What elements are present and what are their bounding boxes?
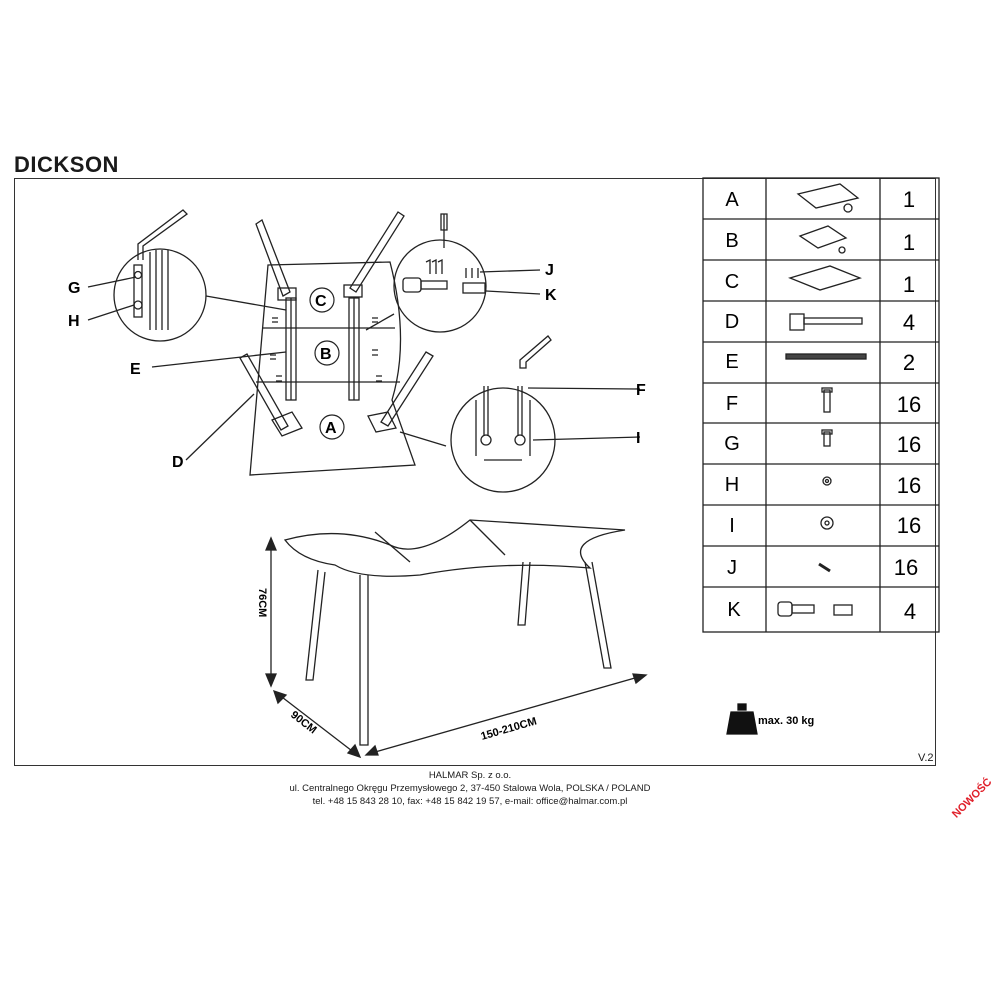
callout-i: I: [636, 430, 640, 447]
part-letter-g: G: [724, 433, 740, 455]
part-qty-j: 16: [894, 555, 918, 580]
panel-label-c: C: [315, 293, 327, 310]
part-letter-d: D: [725, 311, 739, 333]
long-bolt-icon: [821, 387, 833, 413]
version-label: V.2: [918, 752, 934, 764]
part-letter-b: B: [725, 230, 738, 252]
leg-bottom-right: [367, 351, 434, 433]
callout-d: D: [172, 454, 184, 471]
callout-e: E: [130, 361, 141, 378]
part-qty-a: 1: [903, 187, 915, 212]
assembled-table: [283, 519, 626, 746]
weight-icon: [726, 703, 758, 735]
latch-clip-icon: [777, 601, 853, 617]
panel-label-b: B: [320, 346, 332, 363]
large-washer-icon: [820, 516, 834, 530]
instruction-frame: [14, 178, 936, 766]
callout-g: G: [68, 280, 80, 297]
part-letter-h: H: [725, 474, 739, 496]
footer-address: ul. Centralnego Okręgu Przemysłowego 2, …: [289, 783, 651, 794]
part-qty-i: 16: [897, 513, 921, 538]
small-washer-icon: [822, 476, 832, 486]
part-letter-c: C: [725, 271, 739, 293]
part-qty-d: 4: [903, 310, 915, 335]
tabletop-panel-c-icon: [788, 265, 862, 291]
detail-circle-latch: [393, 239, 487, 333]
footer-contact: tel. +48 15 843 28 10, fax: +48 15 842 1…: [312, 796, 628, 807]
dimension-height: 76CM: [256, 588, 268, 617]
panel-label-a: A: [325, 420, 337, 437]
extension-rail-icon: [785, 353, 867, 360]
leg-bottom-left: [239, 353, 303, 437]
short-bolt-icon: [821, 429, 833, 447]
part-qty-h: 16: [897, 473, 921, 498]
max-load-label: max. 30 kg: [758, 715, 814, 727]
callout-j: J: [545, 262, 554, 279]
part-letter-i: I: [729, 515, 735, 537]
part-qty-f: 16: [897, 392, 921, 417]
leg-bracket-icon: [789, 313, 863, 331]
part-qty-k: 4: [904, 599, 916, 624]
part-letter-k: K: [727, 599, 741, 621]
page-title: DICKSON: [14, 152, 119, 177]
part-letter-f: F: [726, 393, 738, 415]
tabletop-panel-b-icon: [798, 225, 848, 254]
parts-table: [702, 177, 940, 633]
callout-k: K: [545, 287, 557, 304]
part-qty-g: 16: [897, 432, 921, 457]
callout-h: H: [68, 313, 80, 330]
part-qty-e: 2: [903, 350, 915, 375]
part-qty-b: 1: [903, 230, 915, 255]
tabletop-panel-a-icon: [796, 183, 860, 213]
leg-top-left: [255, 219, 297, 301]
tabletop-underside: [249, 261, 416, 476]
part-letter-e: E: [725, 351, 738, 373]
leg-top-right: [343, 211, 405, 298]
part-qty-c: 1: [903, 272, 915, 297]
detail-circle-hardware: [113, 248, 207, 342]
part-letter-a: A: [725, 189, 739, 211]
dowel-pin-icon: [818, 562, 831, 573]
footer-company: HALMAR Sp. z o.o.: [428, 770, 512, 781]
part-letter-j: J: [727, 557, 737, 579]
callout-f: F: [636, 382, 646, 399]
